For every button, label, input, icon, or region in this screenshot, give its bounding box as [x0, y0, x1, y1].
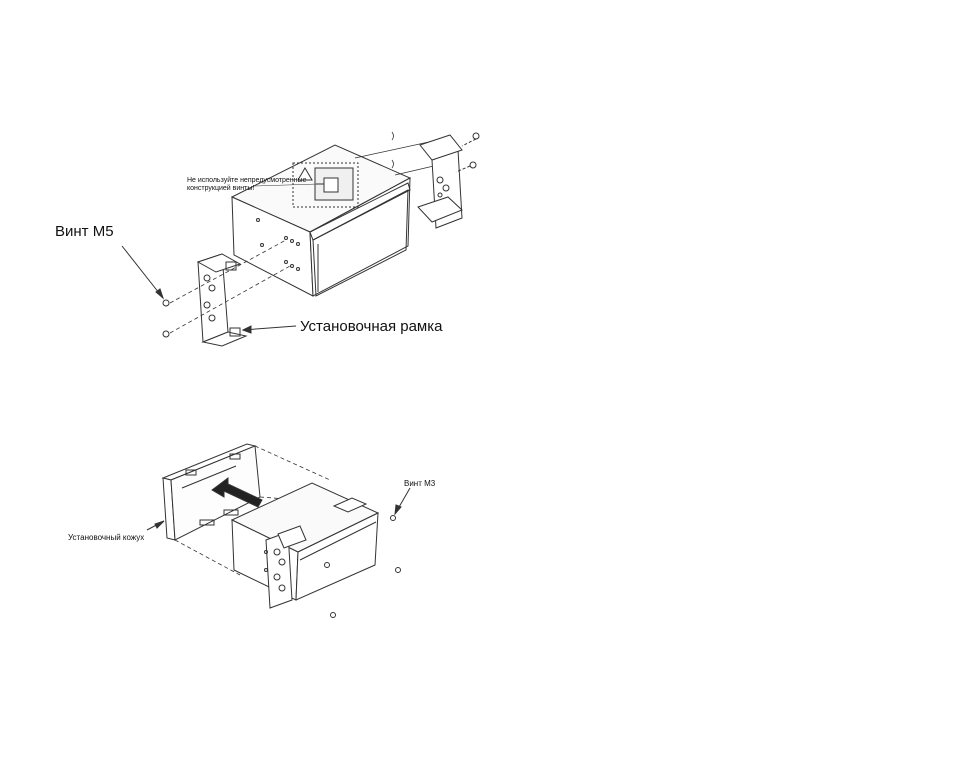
label-mounting-frame: Установочная рамка: [300, 318, 442, 335]
right-mounting-bracket: [418, 135, 462, 228]
left-mounting-bracket: [198, 254, 246, 346]
label-screw-m5: Винт M5: [55, 223, 114, 240]
screw-top-right: [462, 133, 479, 146]
screw-m5-upper: [163, 300, 169, 306]
label-screw-m3: Винт M3: [404, 479, 435, 488]
guide-line: [395, 165, 438, 175]
screw-m5-lower: [163, 331, 169, 337]
leader-m5: [122, 246, 163, 298]
warning-text: Не используйте непредусмотренные констру…: [187, 177, 327, 193]
label-mounting-sleeve: Установочный кожух: [68, 533, 144, 542]
figure-1-drawing: [122, 132, 479, 346]
